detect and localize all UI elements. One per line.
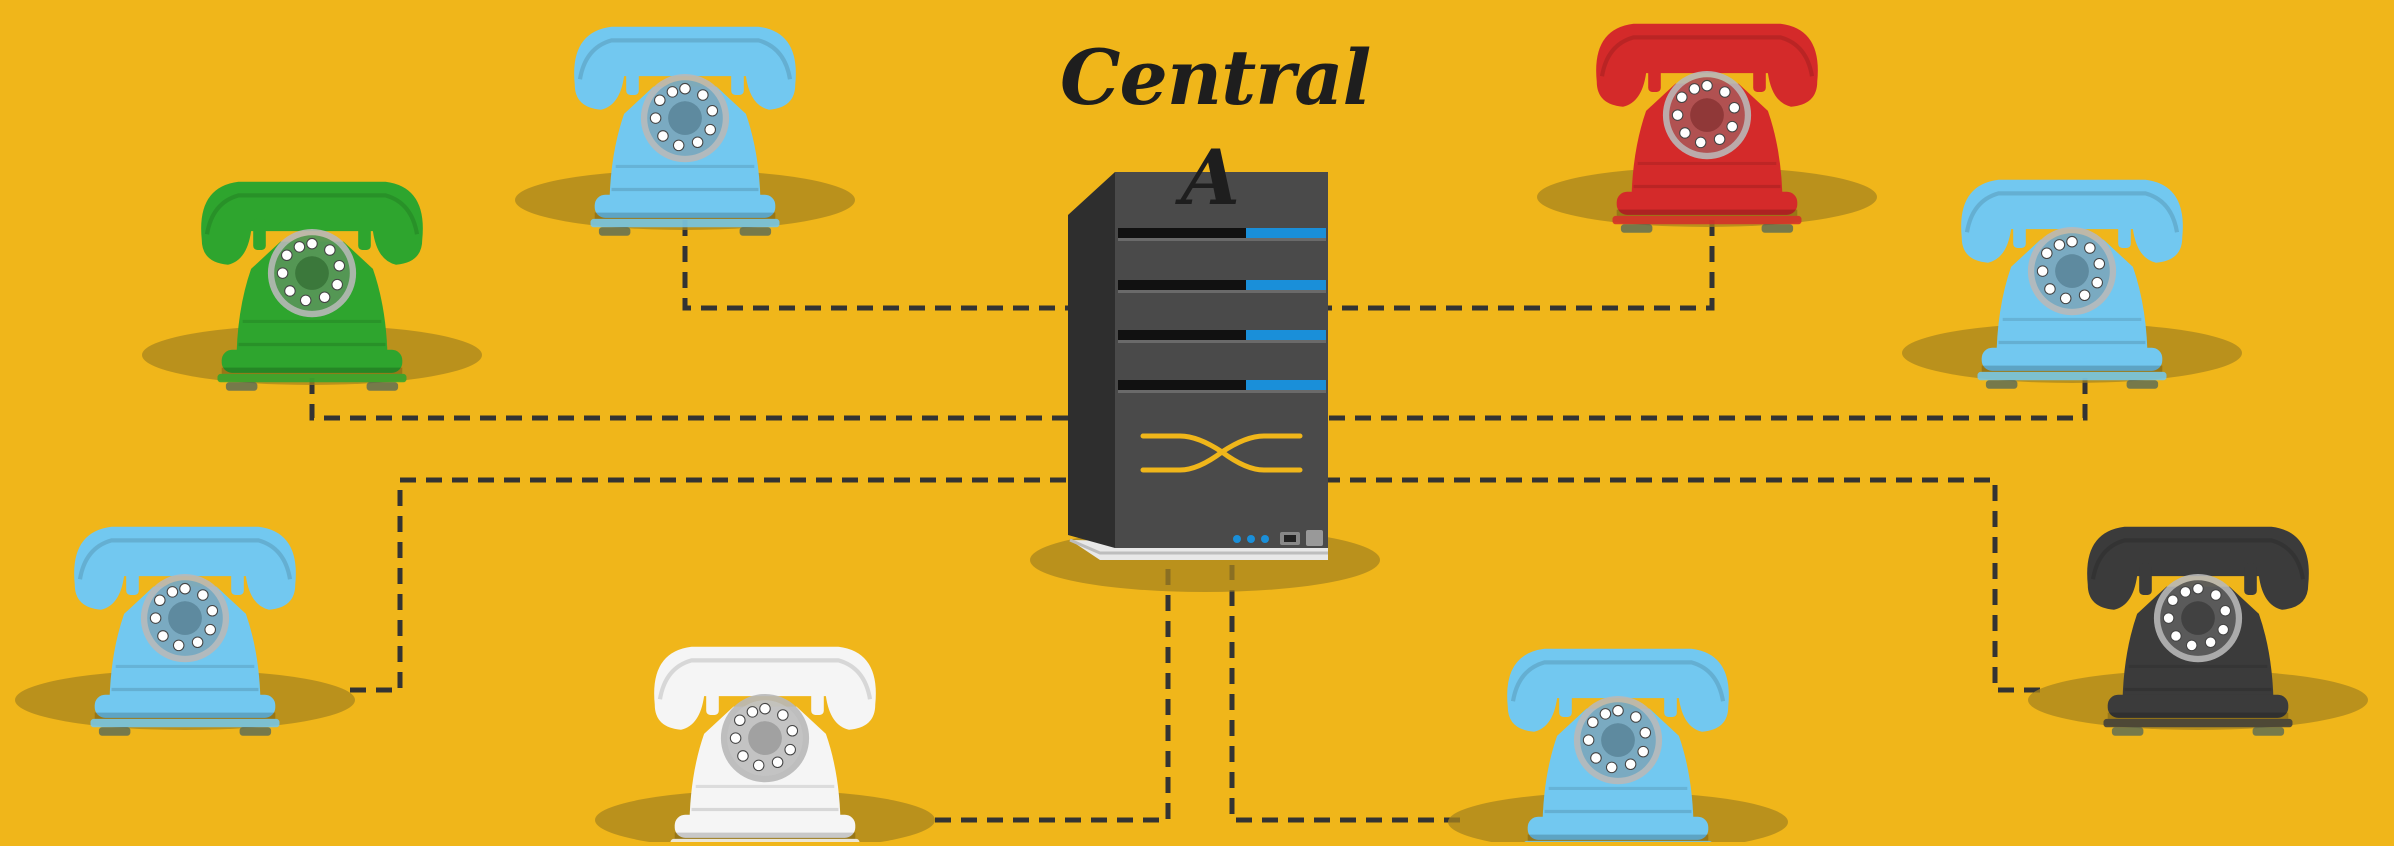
telephone-icon <box>1596 24 1818 233</box>
telephone-icon <box>2087 527 2309 736</box>
connector-line <box>1229 565 1460 823</box>
connector-lines <box>309 220 2088 823</box>
connector-line <box>1325 220 1715 311</box>
telephone-icon <box>201 182 423 391</box>
connector-line <box>935 565 1171 823</box>
telephone-icon <box>574 27 796 236</box>
connector-line <box>682 220 1075 311</box>
diagram-title: Central A <box>1060 33 1371 222</box>
server-icon <box>1068 172 1328 560</box>
telephone-icon <box>1961 180 2183 389</box>
central-hub <box>1030 172 1380 592</box>
connector-line <box>309 378 1075 421</box>
connector-line <box>1325 378 2088 421</box>
telephone-icon <box>74 527 296 736</box>
